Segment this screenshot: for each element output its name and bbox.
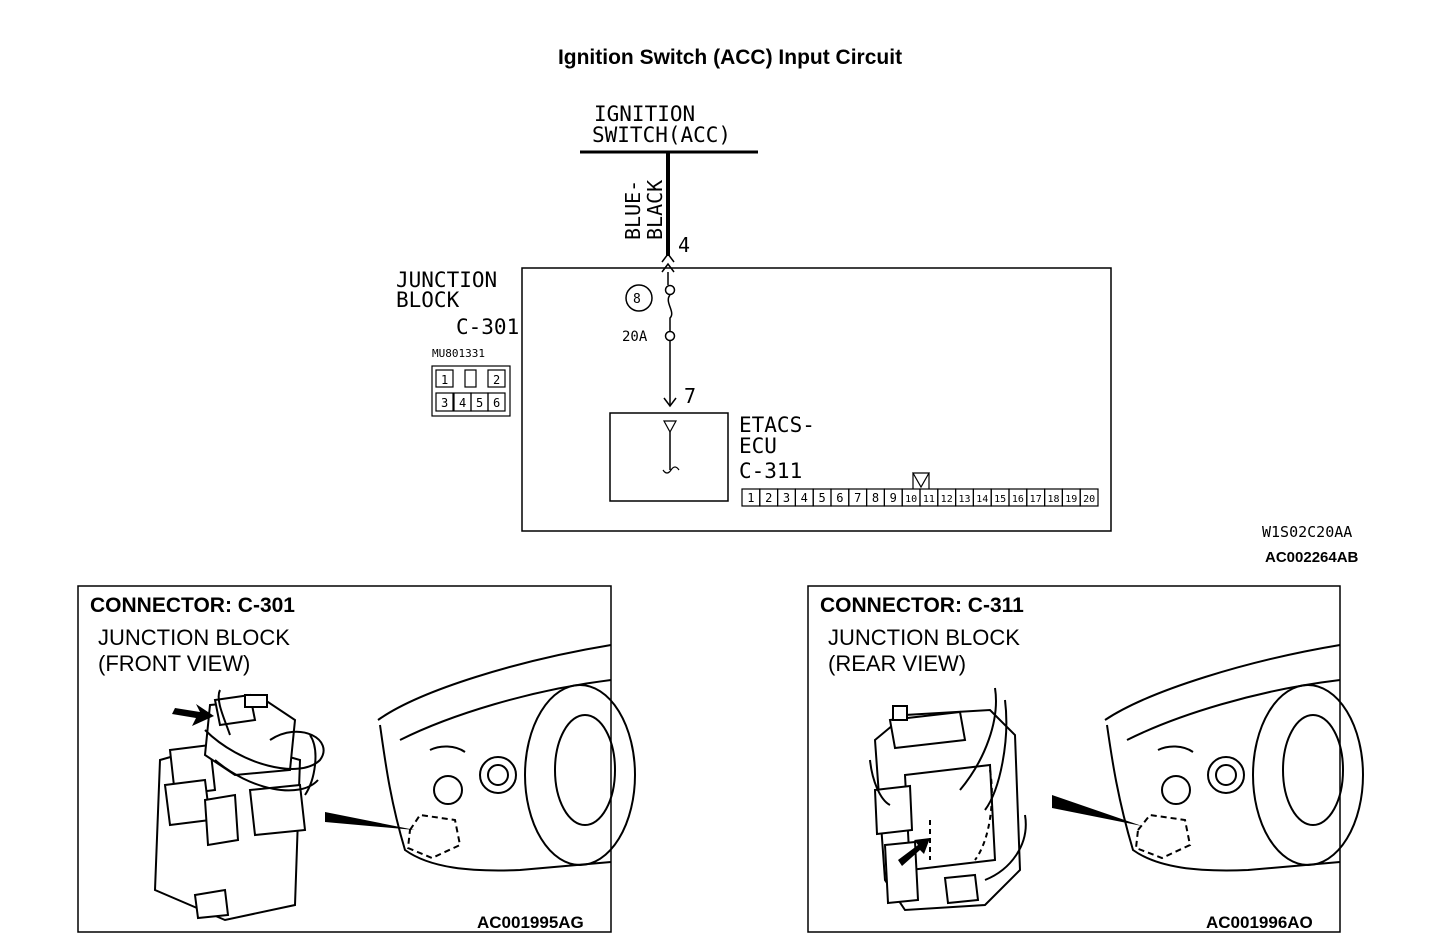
pin-7-label: 7 bbox=[684, 384, 696, 408]
connector-arrow-top-2 bbox=[661, 262, 675, 273]
c311-pin-5: 5 bbox=[818, 491, 825, 505]
schematic: IGNITION SWITCH(ACC) BLUE- BLACK 4 JUNCT… bbox=[396, 102, 1359, 566]
diagram-code-1: W1S02C20AA bbox=[1262, 523, 1352, 541]
diagram-title: Ignition Switch (ACC) Input Circuit bbox=[557, 46, 903, 69]
c301-pin-1: 1 bbox=[441, 373, 448, 387]
c311-pin-marker bbox=[911, 472, 931, 489]
c301-pin-layout bbox=[431, 365, 511, 417]
panel-c301-pointer bbox=[325, 812, 415, 830]
connector-panel-c301: CONNECTOR: C-301 JUNCTION BLOCK (FRONT V… bbox=[77, 585, 636, 933]
wire-color-label-1: BLUE- bbox=[621, 180, 645, 240]
c311-pin-10: 10 bbox=[905, 494, 917, 505]
c311-pin-14: 14 bbox=[976, 494, 988, 505]
c311-pin-8: 8 bbox=[872, 491, 879, 505]
c311-pin-17: 17 bbox=[1030, 494, 1042, 505]
c311-pin-15: 15 bbox=[994, 494, 1006, 505]
fuse-number: 8 bbox=[633, 292, 641, 307]
c301-pin-6: 6 bbox=[493, 396, 500, 410]
panel-c311-frame bbox=[807, 585, 1341, 933]
connector-arrow-bottom bbox=[663, 397, 677, 408]
panel-c301-code: AC001995AG bbox=[477, 913, 584, 932]
c301-pin-5: 5 bbox=[476, 396, 483, 410]
panel-c311-arrow bbox=[898, 838, 930, 866]
etacs-label-3: C-311 bbox=[739, 459, 802, 483]
ignition-switch-label-2: SWITCH(ACC) bbox=[592, 123, 731, 147]
c311-pin-cell bbox=[1079, 488, 1099, 507]
pin-4-label: 4 bbox=[678, 233, 690, 257]
c311-pin-6: 6 bbox=[836, 491, 843, 505]
c311-pin-13: 13 bbox=[958, 494, 970, 505]
panel-c311-line1: JUNCTION BLOCK bbox=[828, 625, 1020, 650]
ignition-switch-label-1: IGNITION bbox=[594, 102, 695, 126]
panel-c301-line2: (FRONT VIEW) bbox=[98, 651, 250, 676]
connector-panel-c311: CONNECTOR: C-311 JUNCTION BLOCK (REAR VI… bbox=[807, 585, 1364, 933]
panel-c301-connector-label: CONNECTOR: C-301 bbox=[90, 594, 295, 617]
connector-part-number: MU801331 bbox=[432, 347, 485, 360]
c311-pin-20: 20 bbox=[1083, 494, 1095, 505]
connector-arrow-top bbox=[661, 252, 675, 263]
c311-pin-18: 18 bbox=[1047, 494, 1059, 505]
junction-block-front-illustration bbox=[153, 689, 325, 922]
panel-c311-connector-label: CONNECTOR: C-311 bbox=[820, 594, 1024, 617]
c301-pin-4: 4 bbox=[459, 396, 466, 410]
fuse-terminal-top bbox=[664, 284, 676, 296]
dashboard-illustration-right bbox=[1104, 644, 1364, 872]
junction-block-label-3: C-301 bbox=[456, 315, 519, 339]
junction-block-label-1: JUNCTION bbox=[396, 268, 497, 292]
panel-c301-frame bbox=[77, 585, 612, 933]
c311-pin-1: 1 bbox=[747, 491, 754, 505]
fuse-rating: 20A bbox=[622, 329, 648, 345]
junction-block-box bbox=[521, 267, 1112, 532]
panel-c311-line2: (REAR VIEW) bbox=[828, 651, 966, 676]
fuse-number-circle bbox=[625, 284, 653, 312]
c311-pin-4: 4 bbox=[801, 491, 808, 505]
c311-pin-2: 2 bbox=[765, 491, 772, 505]
c311-pin-11: 11 bbox=[923, 494, 935, 505]
wire-color-label-2: BLACK bbox=[643, 180, 667, 240]
etacs-ecu-box bbox=[609, 412, 729, 502]
c311-pin-9: 9 bbox=[890, 491, 897, 505]
c311-pin-16: 16 bbox=[1012, 494, 1024, 505]
c311-pin-3: 3 bbox=[783, 491, 790, 505]
c311-pin-12: 12 bbox=[941, 494, 953, 505]
panel-c311-code: AC001996AO bbox=[1206, 913, 1313, 932]
fuse-terminal-bottom bbox=[664, 330, 676, 342]
diagram-code-2: AC002264AB bbox=[1265, 549, 1359, 566]
c301-pin-3: 3 bbox=[441, 396, 448, 410]
panel-c301-line1: JUNCTION BLOCK bbox=[98, 625, 290, 650]
c301-pin-2: 2 bbox=[493, 373, 500, 387]
c311-pin-7: 7 bbox=[854, 491, 861, 505]
dashboard-illustration-left bbox=[377, 644, 636, 872]
etacs-label-2: ECU bbox=[739, 434, 777, 458]
fuse-element bbox=[667, 294, 673, 331]
etacs-label-1: ETACS- bbox=[739, 413, 815, 437]
panel-c311-pointer bbox=[1052, 795, 1142, 826]
c311-pin-19: 19 bbox=[1065, 494, 1077, 505]
junction-block-rear-illustration bbox=[869, 687, 1027, 912]
panel-c301-arrow bbox=[172, 704, 214, 726]
etacs-input-symbol bbox=[662, 420, 678, 434]
junction-block-label-2: BLOCK bbox=[396, 288, 460, 312]
